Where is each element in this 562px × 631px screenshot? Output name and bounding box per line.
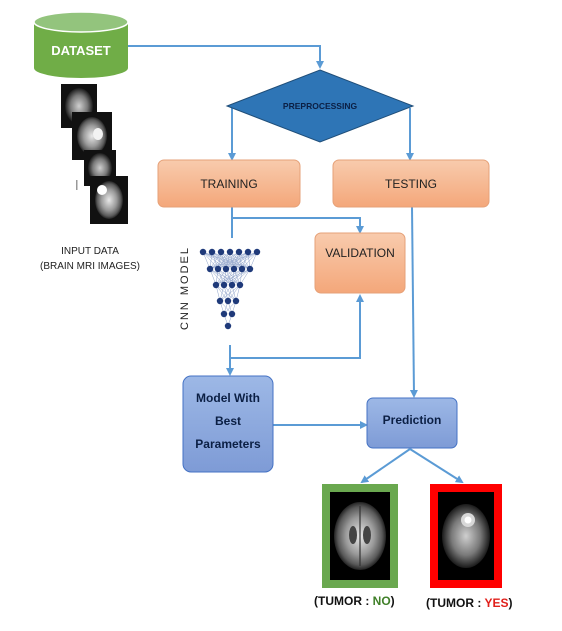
- connectors: [128, 45, 464, 484]
- result-yes-value: YES: [484, 596, 509, 610]
- result-label-yes: (TUMOR : YES): [426, 596, 512, 610]
- nn-connection: [231, 268, 251, 286]
- nn-connection: [229, 251, 251, 270]
- cnn-model-label: CNN MODEL: [179, 246, 191, 330]
- result-no-suffix: ): [390, 594, 395, 608]
- best-model-label-line1: Model With: [196, 391, 260, 405]
- nn-neuron: [199, 248, 207, 256]
- testing-label: TESTING: [385, 177, 437, 191]
- nn-connection: [202, 251, 227, 270]
- nn-connection: [211, 251, 251, 270]
- nn-connection: [202, 251, 235, 270]
- nn-neuron: [232, 297, 240, 305]
- nn-connection: [209, 251, 222, 270]
- nn-neuron: [228, 310, 236, 318]
- preprocessing-label: PREPROCESSING: [283, 101, 358, 111]
- nn-neuron: [208, 248, 216, 256]
- result-yes-prefix: (TUMOR :: [426, 596, 485, 610]
- nn-connection: [211, 251, 235, 270]
- nn-connection: [202, 251, 243, 270]
- mri-thumbnail: [90, 176, 128, 224]
- nn-neuron: [224, 297, 232, 305]
- preprocessing-diamond: PREPROCESSING: [225, 69, 415, 143]
- nn-connection: [233, 251, 258, 270]
- nn-neuron: [220, 310, 228, 318]
- arrow-testing-to-prediction: [409, 206, 418, 398]
- divider-tick: [76, 180, 78, 190]
- prediction-label: Prediction: [383, 413, 442, 427]
- line-training-to-validation: [231, 207, 364, 234]
- best-model-box: Model With Best Parameters: [182, 375, 274, 473]
- nn-connection: [202, 251, 219, 270]
- nn-neuron: [214, 265, 222, 273]
- dataset-cylinder: DATASET: [33, 11, 129, 78]
- input-data-line1: INPUT DATA: [61, 246, 119, 257]
- nn-neuron: [230, 265, 238, 273]
- nn-connection: [209, 251, 231, 270]
- nn-connection: [238, 251, 251, 270]
- result-image-yes: [430, 484, 502, 588]
- nn-neuron: [220, 281, 228, 289]
- nn-connection: [225, 251, 258, 270]
- best-model-label-line2: Best: [215, 414, 241, 428]
- mri-image-stack: [61, 84, 128, 224]
- nn-connection: [241, 251, 258, 270]
- nn-neuron: [206, 265, 214, 273]
- input-data-line2: (BRAIN MRI IMAGES): [39, 261, 140, 272]
- nn-connection: [220, 251, 243, 270]
- validation-label: VALIDATION: [325, 246, 395, 260]
- arrow-dataset-to-preprocessing: [128, 45, 324, 69]
- nn-connection: [209, 251, 240, 270]
- result-no-value: NO: [372, 594, 391, 608]
- nn-neuron: [224, 322, 232, 330]
- best-model-label-line3: Parameters: [195, 437, 261, 451]
- nn-connection: [229, 251, 243, 270]
- nn-neuron: [217, 248, 225, 256]
- nn-connection: [220, 251, 251, 270]
- result-no-prefix: (TUMOR :: [314, 594, 373, 608]
- nn-connection: [219, 284, 233, 302]
- neural-network-icon: [199, 248, 261, 330]
- validation-box: VALIDATION: [314, 232, 406, 294]
- nn-neuron: [222, 265, 230, 273]
- nn-neuron: [236, 281, 244, 289]
- nn-connection: [219, 284, 241, 302]
- nn-connection: [215, 268, 243, 286]
- nn-connection: [209, 251, 249, 270]
- nn-connection: [211, 251, 227, 270]
- arrow-prediction-to-yes: [409, 448, 464, 484]
- nn-connection: [227, 284, 241, 302]
- nn-neuron: [253, 248, 261, 256]
- nn-neuron: [216, 297, 224, 305]
- nn-neuron: [226, 248, 234, 256]
- arrow-prediction-to-no: [360, 448, 411, 484]
- training-label: TRAINING: [200, 177, 257, 191]
- result-yes-suffix: ): [508, 596, 513, 610]
- nn-neuron: [212, 281, 220, 289]
- input-data-caption: INPUT DATA (BRAIN MRI IMAGES): [30, 246, 150, 272]
- nn-neuron: [235, 248, 243, 256]
- nn-connection: [211, 251, 243, 270]
- arrow-cnn-loop-to-validation: [229, 294, 364, 359]
- nn-neuron: [246, 265, 254, 273]
- nn-connection: [217, 251, 231, 270]
- nn-connection: [217, 251, 258, 270]
- result-image-no: [322, 484, 398, 588]
- prediction-box: Prediction: [366, 397, 458, 449]
- nn-neuron: [238, 265, 246, 273]
- nn-connection: [220, 251, 235, 270]
- nn-connection: [215, 268, 251, 286]
- result-label-no: (TUMOR : NO): [314, 594, 395, 608]
- nn-connection: [223, 268, 251, 286]
- training-box: TRAINING: [157, 159, 301, 208]
- nn-connection: [215, 268, 235, 286]
- testing-box: TESTING: [332, 159, 490, 208]
- dataset-label: DATASET: [51, 43, 111, 58]
- nn-neuron: [244, 248, 252, 256]
- nn-neuron: [228, 281, 236, 289]
